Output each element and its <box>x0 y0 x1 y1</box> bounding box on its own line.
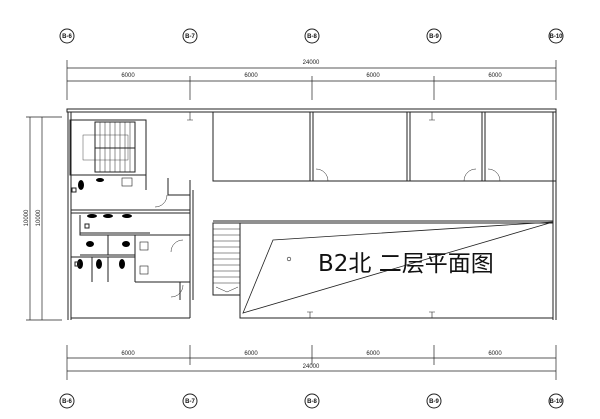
left-dimensions: 10000 10000 <box>24 116 62 321</box>
axis-label: B-9 <box>429 34 439 40</box>
dimension-span: 6000 <box>366 73 380 79</box>
dimension-span: 6000 <box>244 73 258 79</box>
north-rooms <box>212 112 557 320</box>
dimension-span: 6000 <box>244 351 258 357</box>
dimension-span: 6000 <box>488 73 502 79</box>
drawing-title: B2北 二层平面图 <box>318 251 494 277</box>
building-plan <box>66 108 557 320</box>
dimension-span: 10000 <box>36 209 42 226</box>
slab-opening <box>242 221 554 314</box>
axis-bubble: B-9 <box>426 393 442 409</box>
axis-bubble: B-6 <box>59 393 75 409</box>
top-dimensions: 24000 6000 6000 6000 6000 <box>66 60 557 100</box>
top-exterior-wall <box>66 108 557 113</box>
axis-label: B-7 <box>185 399 195 405</box>
dimension-span: 6000 <box>366 351 380 357</box>
top-axis-markers: B-6 B-7 B-8 B-9 B-10 <box>59 28 564 44</box>
dimension-total: 10000 <box>24 209 30 226</box>
dimension-span: 6000 <box>121 351 135 357</box>
column-markers <box>187 112 435 318</box>
axis-bubble: B-9 <box>426 28 442 44</box>
stairwell <box>69 119 147 176</box>
axis-bubble: B-10 <box>548 393 564 409</box>
dimension-total: 24000 <box>303 60 320 66</box>
axis-label: B-6 <box>62 399 72 405</box>
restroom-block <box>71 174 191 318</box>
axis-bubble: B-6 <box>59 28 75 44</box>
dimension-span: 6000 <box>121 73 135 79</box>
axis-bubble: B-8 <box>304 393 320 409</box>
axis-label: B-10 <box>549 399 563 405</box>
dimension-span: 6000 <box>488 351 502 357</box>
axis-bubble: B-7 <box>182 393 198 409</box>
south-hall <box>212 220 554 319</box>
axis-label: B-8 <box>307 399 317 405</box>
bottom-axis-markers: B-6 B-7 B-8 B-9 B-10 <box>59 393 564 409</box>
axis-bubble: B-7 <box>182 28 198 44</box>
dimension-total: 24000 <box>303 364 320 370</box>
axis-bubble: B-8 <box>304 28 320 44</box>
axis-bubble: B-10 <box>548 28 564 44</box>
axis-label: B-7 <box>185 34 195 40</box>
bottom-dimensions: 6000 6000 6000 6000 24000 <box>66 345 557 380</box>
axis-label: B-9 <box>429 399 439 405</box>
axis-label: B-8 <box>307 34 317 40</box>
axis-label: B-10 <box>549 34 563 40</box>
axis-label: B-6 <box>62 34 72 40</box>
